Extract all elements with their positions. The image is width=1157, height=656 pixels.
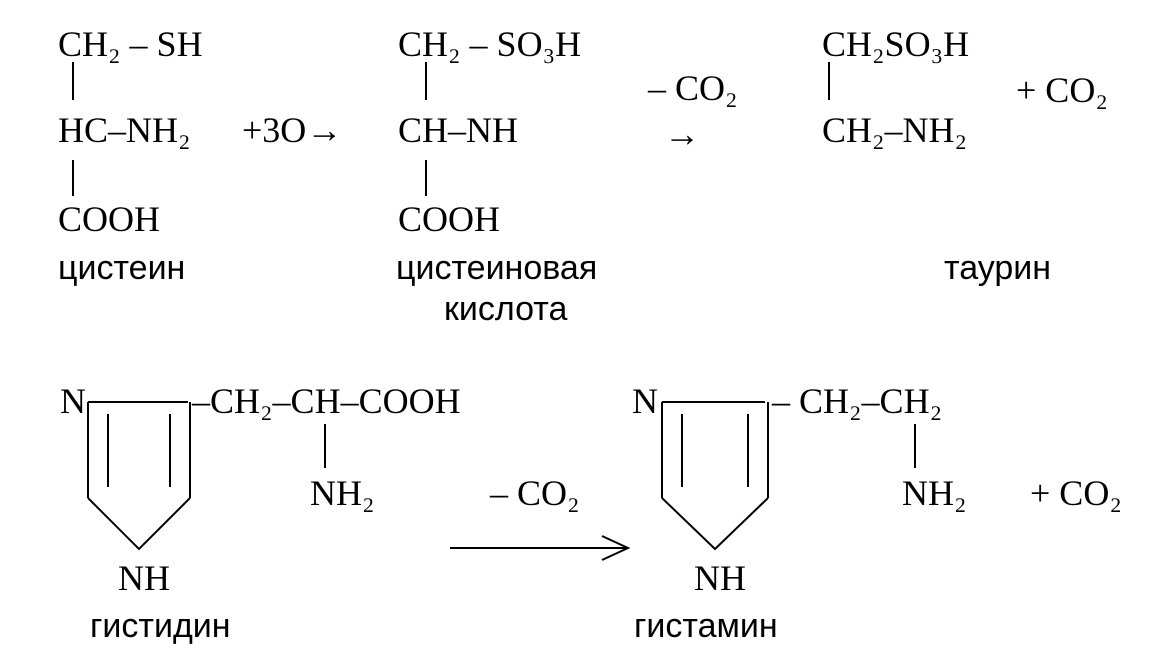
histamine-amine: NH₂ <box>902 473 967 513</box>
histidine-side-chain: –CH₂–CH–COOH <box>192 381 461 421</box>
decarboxylation-label-1: – CO₂ <box>648 68 738 108</box>
histamine-side-chain: – CH₂–CH₂ <box>772 381 943 421</box>
taurine-name: таурин <box>944 249 1052 287</box>
histidine-ring-n: N <box>60 381 86 421</box>
cysteine-bottom-formula: COOH <box>58 199 161 239</box>
histidine-ring-nh: NH <box>118 558 170 598</box>
taurine-top-formula: CH₂SO₃H <box>822 24 970 64</box>
co2-byproduct-2: + CO₂ <box>1030 473 1122 513</box>
taurine-bottom-formula: CH₂–NH₂ <box>822 110 968 150</box>
histamine-ring-base <box>661 497 769 551</box>
cysteic-acid-bottom-formula: COOH <box>398 199 501 239</box>
cysteic-acid-top-formula: CH₂ – SO₃H <box>398 24 582 64</box>
cysteic-acid-name-line1: цистеиновая <box>396 249 598 287</box>
cysteic-acid-name-line2: кислота <box>444 290 568 328</box>
cysteine-middle-formula: HC–NH₂ <box>58 110 191 150</box>
histamine-name: гистамин <box>634 607 778 645</box>
co2-byproduct-1: + CO₂ <box>1016 70 1108 110</box>
reaction-arrow-head <box>601 535 631 561</box>
histidine-name: гистидин <box>90 607 231 645</box>
cysteine-name: цистеин <box>58 249 186 287</box>
histidine-ring-base <box>87 497 191 551</box>
reagent-oxygen: +3O→ <box>242 110 343 150</box>
cysteic-acid-middle-formula: CH–NH <box>398 110 519 150</box>
histamine-ring-n: N <box>632 381 658 421</box>
histidine-amine: NH₂ <box>310 473 375 513</box>
cysteine-top-formula: CH₂ – SH <box>58 24 203 64</box>
histamine-ring-nh: NH <box>694 558 746 598</box>
decarboxylation-label-2: – CO₂ <box>490 473 580 513</box>
reaction-arrow-1: → <box>664 114 700 154</box>
